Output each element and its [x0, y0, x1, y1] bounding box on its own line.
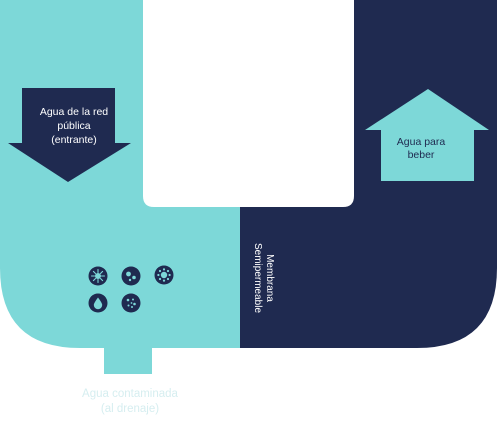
outlet-label-line-2: beber: [407, 149, 435, 161]
inlet-label-line-3: (entrante): [51, 134, 97, 146]
contaminated-water-chamber: [0, 0, 240, 348]
clean-water-chamber: [240, 0, 497, 348]
membrane-label: Membrana Semipermeable: [251, 233, 275, 323]
bacteria-icon: [88, 266, 108, 286]
drain-outlet: [104, 347, 152, 374]
inlet-arrow: [8, 88, 131, 182]
drain-label-line-1: Agua contaminada: [82, 388, 178, 400]
chemical-drop-icon: [88, 293, 108, 313]
membrane-label-line-1: Membrana: [264, 254, 275, 302]
inlet-label-line-1: Agua de la red: [39, 106, 109, 118]
virus-icon: [154, 265, 174, 285]
drain-label-line-2: (al drenaje): [100, 403, 160, 415]
outlet-arrow: [365, 89, 489, 181]
outlet-label: Agua para beber: [386, 136, 456, 162]
inlet-label-line-2: pública: [57, 120, 91, 132]
inlet-label: Agua de la red pública (entrante): [28, 105, 120, 147]
sediment-particles-icon: [121, 266, 141, 286]
drain-label: Agua contaminada (al drenaje): [60, 387, 200, 417]
microparticles-icon: [121, 293, 141, 313]
membrane-label-line-2: Semipermeable: [252, 242, 263, 314]
outlet-label-line-1: Agua para: [396, 136, 446, 148]
